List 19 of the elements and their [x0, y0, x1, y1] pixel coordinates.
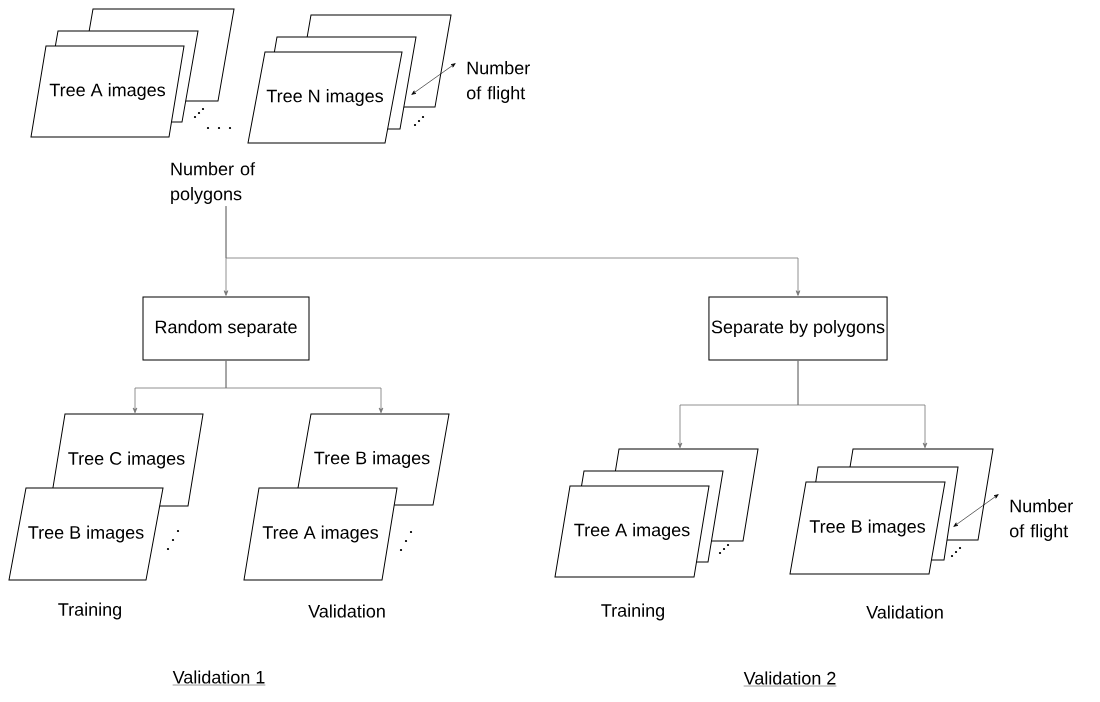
image-stack: Tree A images: [30, 8, 235, 138]
process-box: Separate by polygons: [708, 296, 888, 361]
annotation-text: Number of polygons: [171, 162, 256, 204]
image-stack: Tree B images: [789, 448, 994, 575]
set-label: Training: [601, 603, 664, 621]
image-card: Tree A images: [243, 487, 398, 581]
set-label: Validation: [866, 605, 943, 619]
image-stack: Tree N images: [247, 14, 452, 144]
arrow: [797, 360, 928, 449]
group-title: Validation 2: [743, 671, 837, 687]
set-label: Training: [58, 602, 121, 620]
arrow: [225, 205, 801, 296]
image-card: Tree B images: [8, 487, 164, 581]
set-label: Validation: [308, 604, 385, 618]
image-stack: Tree A images: [554, 448, 759, 578]
process-box: Random separate: [142, 296, 310, 361]
annotation-text: Number of flight: [1009, 499, 1073, 541]
group-title: Validation 1: [172, 670, 266, 686]
arrow: [225, 360, 384, 414]
